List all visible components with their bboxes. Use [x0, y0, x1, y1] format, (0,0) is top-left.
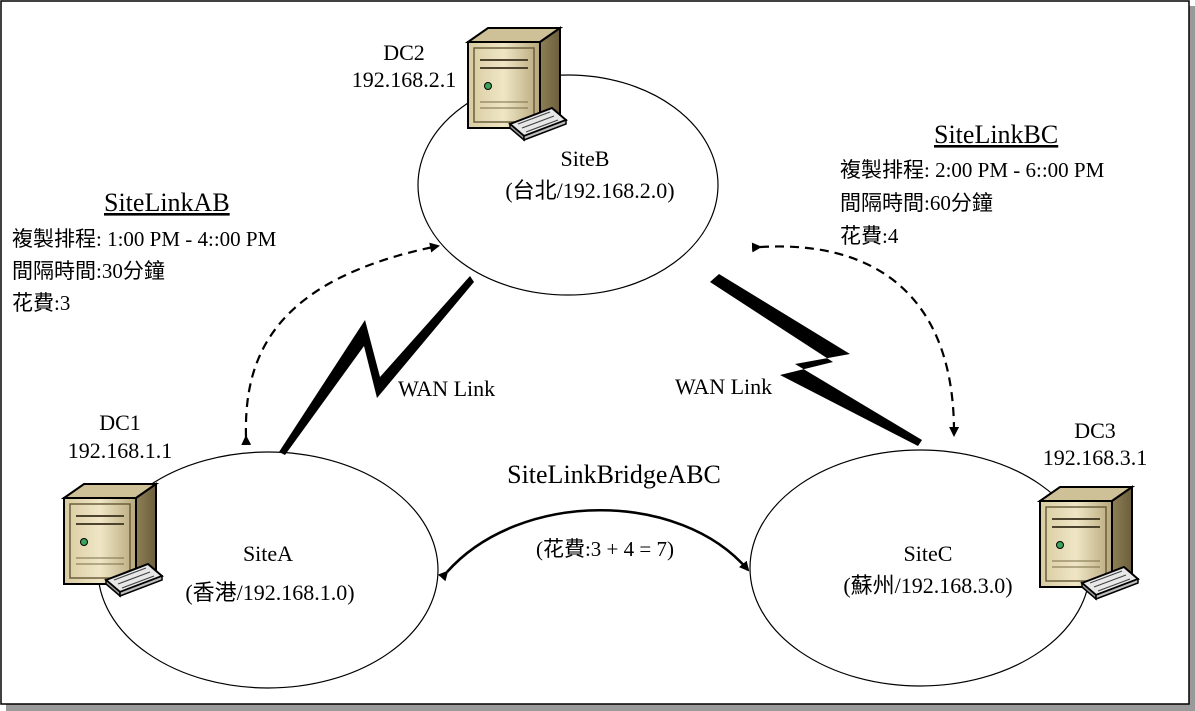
site-b-ellipse — [417, 74, 719, 296]
dc2-name: DC2 — [383, 40, 425, 65]
dc2-server-icon — [467, 27, 567, 141]
site-link-ab-cost: 花費:3 — [12, 291, 70, 315]
site-link-bridge-arrow — [437, 508, 750, 582]
site-b-name: SiteB — [561, 146, 610, 171]
site-link-bridge-title: SiteLinkBridgeABC — [507, 460, 721, 489]
site-c-name: SiteC — [904, 541, 953, 566]
dc1-name: DC1 — [99, 410, 141, 435]
dc3-name: DC3 — [1074, 418, 1116, 443]
site-b-subnet: (台北/192.168.2.0) — [505, 178, 674, 203]
dc1-ip: 192.168.1.1 — [68, 438, 173, 463]
site-a-subnet: (香港/192.168.1.0) — [185, 580, 354, 605]
site-c-subnet: (蘇州/192.168.3.0) — [843, 573, 1012, 598]
site-link-bc-interval: 間隔時間:60分鐘 — [840, 191, 993, 215]
site-link-ab-arrow — [241, 242, 440, 446]
dc1-server-icon — [63, 483, 163, 597]
dc3-ip: 192.168.3.1 — [1043, 445, 1148, 470]
site-link-bc-title: SiteLinkBC — [934, 120, 1058, 149]
site-link-ab-interval: 間隔時間:30分鐘 — [12, 259, 165, 283]
dc2-ip: 192.168.2.1 — [352, 67, 457, 92]
site-link-bc-cost: 花費:4 — [840, 224, 899, 248]
site-a-name: SiteA — [243, 541, 293, 566]
site-link-ab-schedule: 複製排程: 1:00 PM - 4::00 PM — [12, 227, 277, 251]
site-link-bridge-cost: (花費:3 + 4 = 7) — [536, 537, 674, 561]
site-link-bc-arrow — [751, 242, 960, 437]
wan-link-left-label: WAN Link — [398, 376, 495, 401]
site-link-bc-schedule: 複製排程: 2:00 PM - 6::00 PM — [840, 158, 1105, 182]
wan-link-right-label: WAN Link — [675, 374, 772, 399]
dc3-server-icon — [1039, 486, 1139, 600]
site-link-ab-title: SiteLinkAB — [104, 188, 230, 217]
